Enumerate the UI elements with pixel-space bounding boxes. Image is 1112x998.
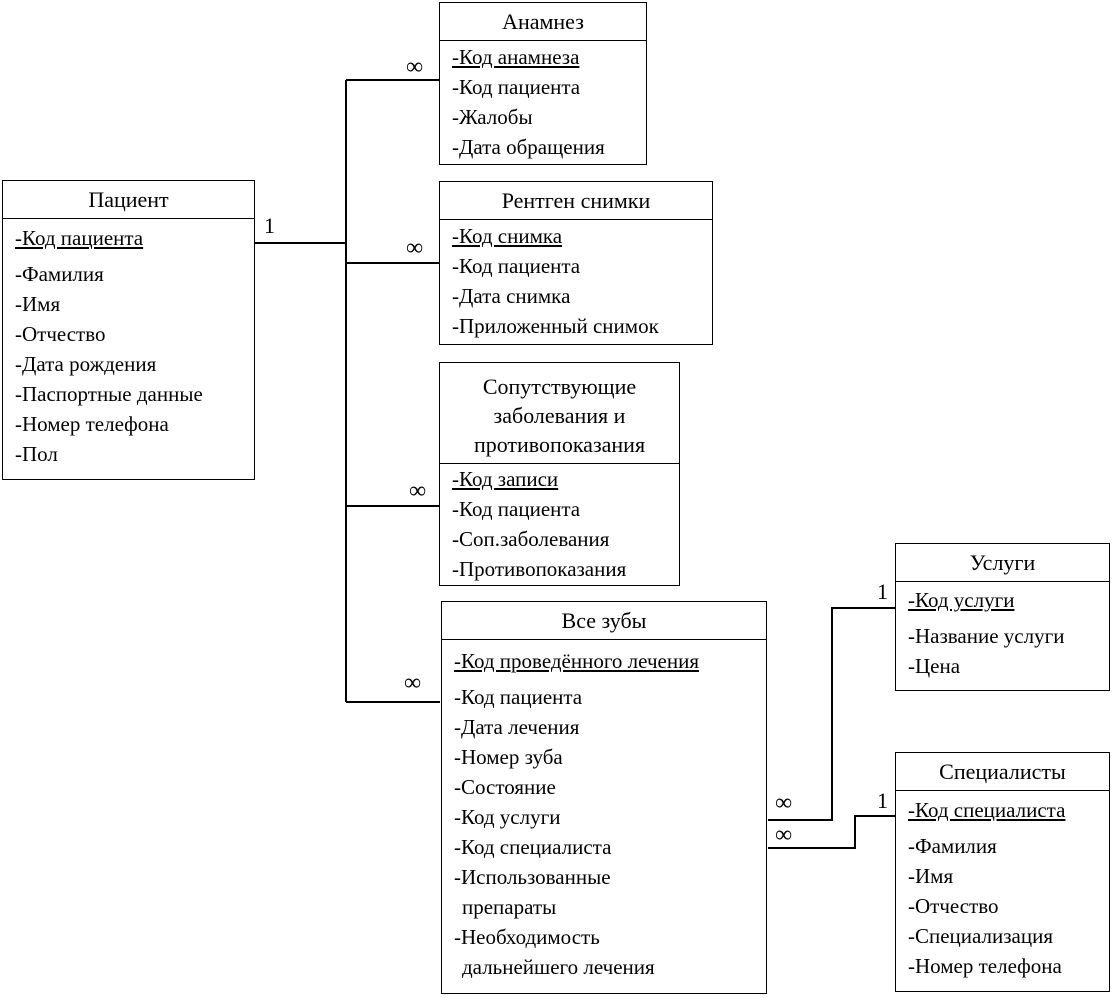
teeth-title: Все зубы [442, 602, 766, 640]
diseases-title-line: противопоказания [473, 432, 646, 457]
diseases-field: -Соп.заболевания [452, 527, 610, 551]
anamnesis-entity[interactable]: Анамнез -Код анамнеза -Код пациента -Жал… [439, 2, 647, 165]
patient-title: Пациент [3, 181, 254, 219]
diseases-entity[interactable]: Сопутствующие заболевания и противопоказ… [439, 362, 680, 586]
services-field: -Цена [908, 654, 961, 678]
patient-pk-field: -Код пациента [15, 226, 144, 250]
teeth-pk-field: -Код проведённого лечения [454, 649, 699, 673]
patient-field: -Паспортные данные [15, 382, 203, 406]
diseases-pk-field: -Код записи [452, 467, 559, 491]
anamnesis-title: Анамнез [440, 3, 646, 41]
xray-field: -Дата снимка [452, 284, 571, 308]
diseases-many-label: ∞ [409, 478, 427, 504]
specialists-field: -Фамилия [908, 834, 997, 858]
specialists-pk-field: -Код специалиста [908, 798, 1066, 822]
xray-pk-field: -Код снимка [452, 224, 563, 248]
teeth-field: -Код специалиста [454, 835, 612, 859]
diseases-title: Сопутствующие заболевания и противопоказ… [440, 363, 679, 464]
specialists-field: -Отчество [908, 894, 999, 918]
xray-entity[interactable]: Рентген снимки -Код снимка -Код пациента… [439, 181, 713, 345]
patient-field: -Дата рождения [15, 352, 157, 376]
teeth-services-many-label: ∞ [775, 790, 793, 816]
teeth-field: -Код услуги [454, 805, 561, 829]
patient-entity[interactable]: Пациент -Код пациента -Фамилия -Имя -Отч… [2, 180, 255, 480]
anamnesis-field: -Код пациента [452, 75, 581, 99]
anamnesis-pk-field: -Код анамнеза [452, 45, 580, 69]
services-field: -Название услуги [908, 624, 1065, 648]
teeth-field: дальнейшего лечения [462, 955, 655, 979]
patient-field: -Номер телефона [15, 412, 169, 436]
services-pk-field: -Код услуги [908, 588, 1015, 612]
specialists-title: Специалисты [896, 753, 1109, 791]
teeth-many-label: ∞ [404, 670, 422, 696]
teeth-field: -Использованные [454, 865, 611, 889]
services-one-label: 1 [877, 579, 888, 604]
teeth-field: -Необходимость [454, 925, 600, 949]
diseases-title-line: заболевания и [493, 403, 626, 428]
specialists-one-label: 1 [877, 788, 888, 813]
patient-field: -Имя [15, 292, 61, 316]
specialists-field: -Имя [908, 864, 954, 888]
specialists-field: -Специализация [908, 924, 1054, 948]
patient-field: -Пол [15, 442, 58, 466]
services-entity[interactable]: Услуги -Код услуги -Название услуги -Цен… [895, 543, 1110, 691]
specialists-field: -Номер телефона [908, 954, 1062, 978]
teeth-field: -Номер зуба [454, 745, 563, 769]
teeth-specialists-many-label: ∞ [775, 822, 793, 848]
teeth-field: -Код пациента [454, 685, 583, 709]
xray-field: -Приложенный снимок [452, 314, 659, 338]
patient-one-label: 1 [264, 213, 275, 238]
specialists-entity[interactable]: Специалисты -Код специалиста -Фамилия -И… [895, 752, 1110, 992]
specialists-link-line [768, 815, 896, 849]
services-title: Услуги [896, 544, 1109, 582]
diseases-title-line: Сопутствующие [482, 374, 637, 399]
patient-field: -Фамилия [15, 262, 104, 286]
services-link-line [768, 607, 896, 821]
anamnesis-field: -Жалобы [452, 105, 533, 129]
teeth-field: -Дата лечения [454, 715, 580, 739]
teeth-entity[interactable]: Все зубы -Код проведённого лечения -Код … [441, 601, 767, 994]
xray-many-label: ∞ [406, 235, 424, 261]
diseases-field: -Противопоказания [452, 557, 627, 581]
teeth-field: препараты [462, 895, 557, 919]
anamnesis-many-label: ∞ [406, 54, 424, 80]
patient-field: -Отчество [15, 322, 106, 346]
teeth-field: -Состояние [454, 775, 556, 799]
xray-title: Рентген снимки [440, 182, 712, 220]
xray-field: -Код пациента [452, 254, 581, 278]
diseases-field: -Код пациента [452, 497, 581, 521]
anamnesis-field: -Дата обращения [452, 135, 605, 159]
